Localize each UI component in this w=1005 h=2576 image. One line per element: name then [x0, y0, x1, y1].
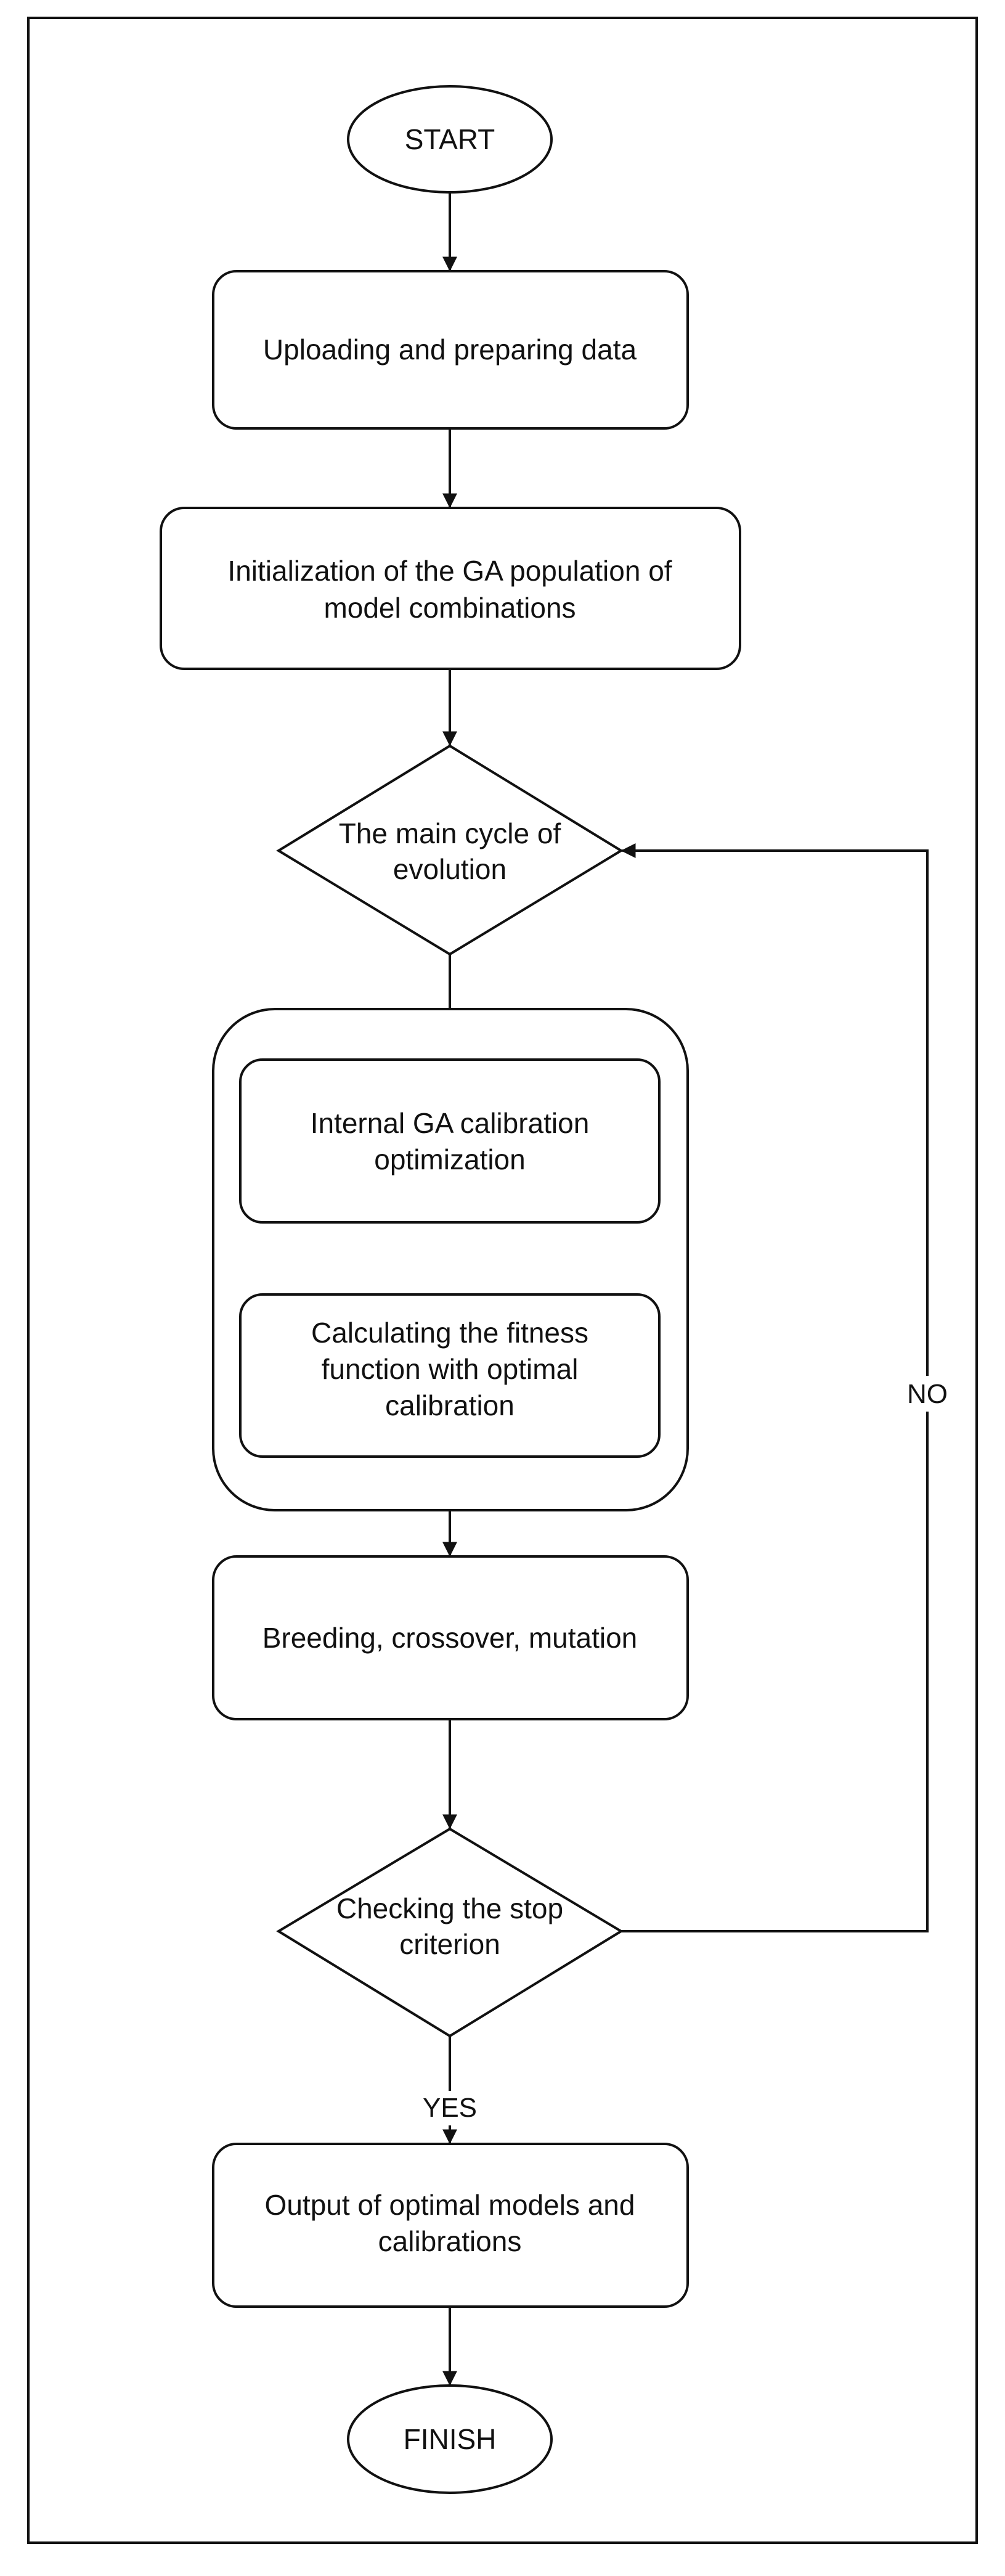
stop-label-line-1: Checking the stop [336, 1892, 563, 1924]
internal-ga-label-line-1: Internal GA calibration [311, 1107, 590, 1139]
init-label-line-2: model combinations [323, 592, 576, 624]
stop-criterion-decision [276, 1827, 624, 2038]
output-label-line-1: Output of optimal models and [265, 2189, 635, 2221]
finish-terminal [347, 2384, 553, 2494]
upload-label: Uploading and preparing data [263, 333, 637, 366]
output-label-line-2: calibrations [378, 2225, 522, 2257]
init-label-line-1: Initialization of the GA population of [227, 555, 672, 587]
no-label-bg [905, 1376, 950, 1412]
fitness-label-line-2: function with optimal [322, 1353, 579, 1385]
start-label: START [405, 123, 495, 155]
stop-label-line-2: criterion [399, 1928, 500, 1960]
init-process [160, 507, 741, 670]
output-process [212, 2143, 689, 2308]
fitness-label-line-3: calibration [385, 1389, 515, 1421]
internal-ga-process [239, 1058, 661, 1224]
main-cycle-decision [276, 744, 624, 956]
upload-process [212, 270, 689, 430]
internal-ga-label-line-2: optimization [374, 1143, 525, 1176]
main-cycle-label-line-2: evolution [393, 853, 507, 885]
fitness-process [239, 1293, 661, 1458]
yes-label-bg [419, 2091, 481, 2125]
fitness-label-line-1: Calculating the fitness [311, 1317, 588, 1349]
breeding-process [212, 1555, 689, 1720]
edge-label-yes: YES [423, 2093, 477, 2123]
start-terminal [347, 85, 553, 194]
finish-label: FINISH [404, 2423, 497, 2455]
breeding-label: Breeding, crossover, mutation [262, 1622, 638, 1654]
edge-label-no: NO [907, 1379, 948, 1409]
main-cycle-label-line-1: The main cycle of [339, 817, 561, 849]
